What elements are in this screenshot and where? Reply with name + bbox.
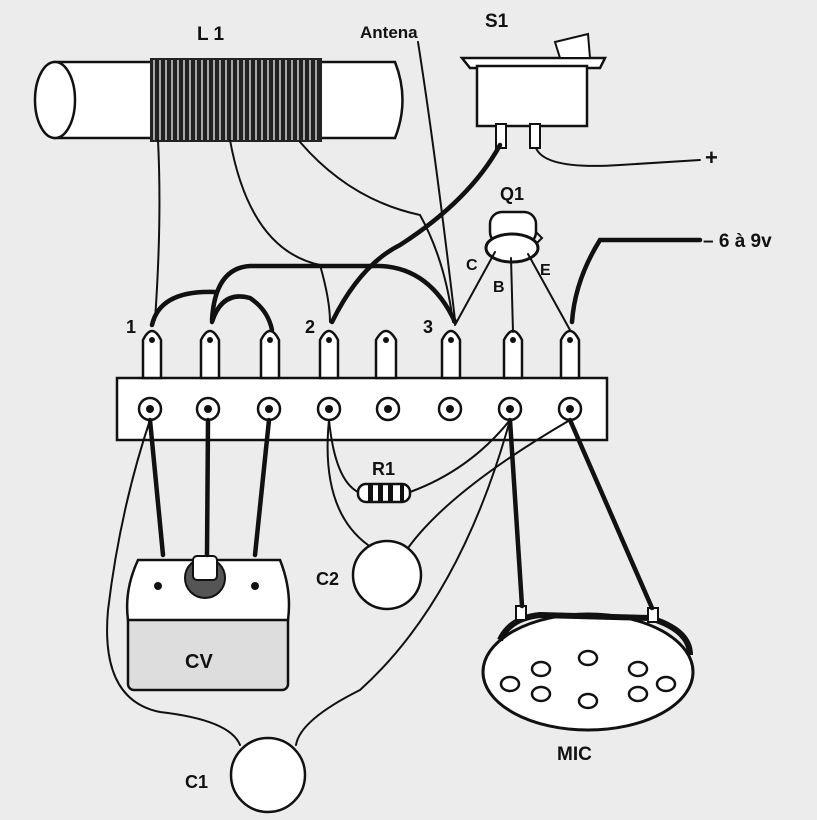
label-r1: R1 xyxy=(372,459,395,479)
variable-capacitor-cv xyxy=(125,555,291,692)
label-terminal-2: 2 xyxy=(305,317,315,337)
microphone-mic xyxy=(481,605,695,732)
coil-l1 xyxy=(33,58,404,142)
label-collector: C xyxy=(466,257,478,274)
label-terminal-3: 3 xyxy=(423,317,433,337)
transistor-q1 xyxy=(484,210,544,264)
label-antenna: Antena xyxy=(360,23,418,42)
label-s1: S1 xyxy=(485,11,509,32)
label-emitter: E xyxy=(540,262,551,279)
switch-s1 xyxy=(459,32,608,149)
label-terminal-1: 1 xyxy=(126,317,136,337)
label-supply: – 6 à 9v xyxy=(703,231,772,252)
label-mic: MIC xyxy=(557,744,592,765)
capacitor-c1 xyxy=(229,736,307,814)
label-l1: L 1 xyxy=(197,24,225,45)
resistor-r1 xyxy=(356,482,412,504)
label-base: B xyxy=(493,279,505,296)
capacitor-c2 xyxy=(351,539,423,611)
wires xyxy=(106,41,703,746)
label-c2: C2 xyxy=(316,569,339,589)
label-c1: C1 xyxy=(185,772,208,792)
label-plus: + xyxy=(705,145,718,170)
terminal-lugs xyxy=(141,329,581,380)
terminal-strip xyxy=(115,329,609,442)
label-q1: Q1 xyxy=(500,184,524,204)
label-cv: CV xyxy=(185,651,213,673)
